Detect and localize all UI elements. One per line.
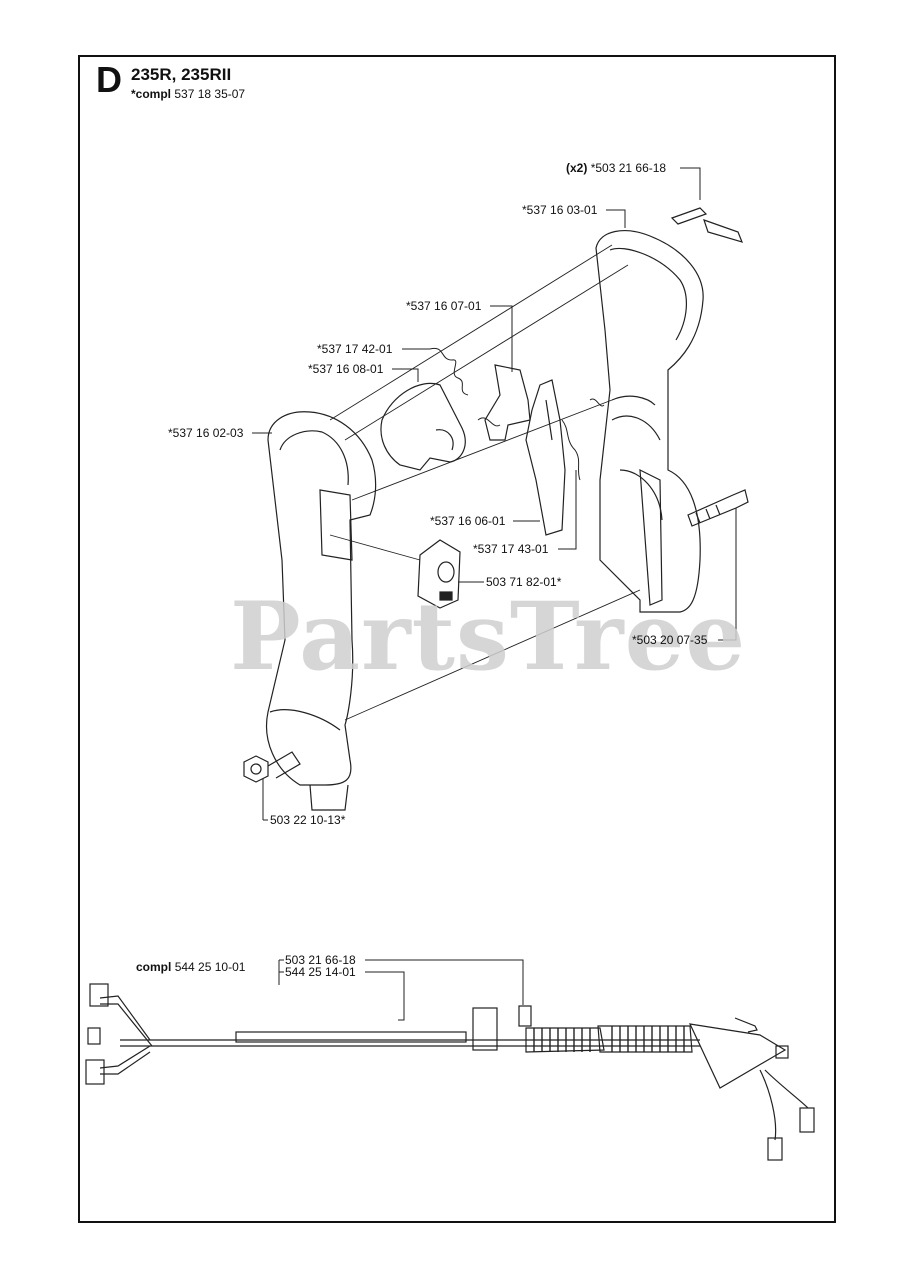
model-title: 235R, 235RII [131,65,232,84]
axis-lines [329,244,641,721]
watermark: PartsTree [230,582,747,692]
part-number: *503 21 66-18 [590,161,667,175]
screws [670,207,749,527]
callout-screw-top[interactable]: (x2) *503 21 66-18 [566,162,666,174]
stop-switch-part [417,539,461,609]
throttle-lock-part [380,382,466,471]
callout-handle-right[interactable]: *537 16 03-01 [522,203,598,217]
springs [429,347,605,481]
callout-harness-compl[interactable]: compl 544 25 10-01 [136,961,245,973]
callout-lock-lever[interactable]: *537 16 07-01 [406,299,482,313]
nut-part [243,751,301,783]
leader-lines [252,167,737,1021]
lock-lever-part [484,364,531,441]
callout-harness-screw[interactable]: 503 21 66-18 [285,953,356,967]
right-handle-half [595,230,704,613]
compl-prefix: *compl [131,87,172,101]
harness-corrugation [533,1026,685,1052]
wiring-harness [85,983,815,1161]
callout-handle-left[interactable]: *537 16 02-03 [168,426,244,440]
compl-assembly: *compl 537 18 35-07 [131,88,245,100]
harness-compl-prefix: compl [136,960,172,974]
part-number: 544 25 10-01 [174,960,246,974]
diagram-frame [78,55,836,1223]
callout-screw-long[interactable]: *503 20 07-35 [632,633,708,647]
callout-harness-cable[interactable]: 544 25 14-01 [285,965,356,979]
callout-throttle-lock[interactable]: *537 16 08-01 [308,362,384,376]
callout-throttle[interactable]: *537 16 06-01 [430,514,506,528]
callout-spring-throttle[interactable]: *537 17 43-01 [473,542,549,556]
left-handle-half [266,411,377,811]
callout-spring-small[interactable]: *537 17 42-01 [317,342,393,356]
callout-stop-switch[interactable]: 503 71 82-01* [486,575,562,589]
qty-label: (x2) [566,161,588,175]
compl-number: 537 18 35-07 [174,87,246,101]
section-letter: D [96,59,122,100]
throttle-part [525,379,566,536]
callout-nut[interactable]: 503 22 10-13* [270,813,346,827]
